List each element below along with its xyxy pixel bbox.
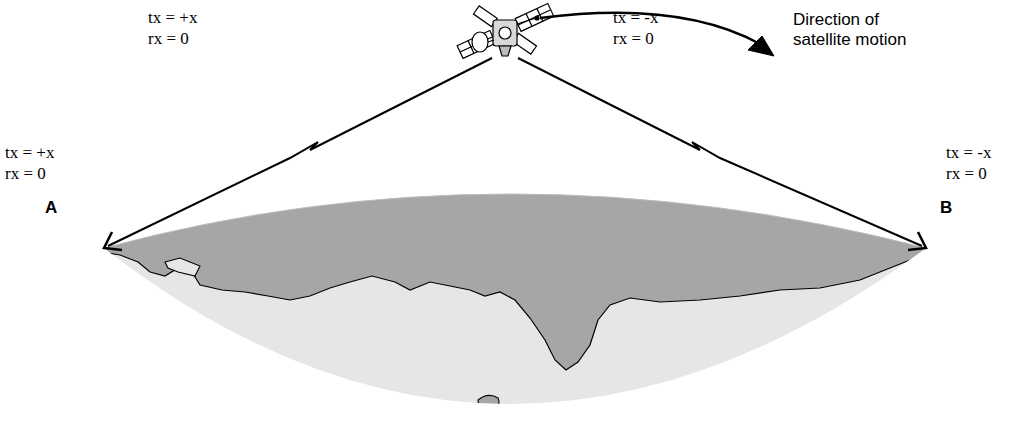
arrowhead [908,232,926,250]
island [478,395,499,410]
receive-offset: rx = 0 [613,29,654,49]
transmit-offset: tx = +x [148,8,197,28]
radio-link [518,58,922,246]
receive-offset: rx = 0 [5,164,46,184]
land-mass [90,180,950,370]
earth-limb [104,194,926,248]
receive-offset: rx = 0 [148,29,189,49]
satellite [457,3,554,58]
motion-note: Direction of satellite motion [793,10,933,49]
radio-link [108,58,492,246]
receive-offset: rx = 0 [946,164,987,184]
transmit-offset: tx = +x [5,143,54,163]
transmit-offset: tx = -x [613,8,658,28]
station-label: B [940,198,952,218]
transmit-offset: tx = -x [946,143,991,163]
arrowhead [748,36,774,56]
arrowhead [104,232,122,250]
station-label: A [45,198,57,218]
inland-sea [165,258,200,276]
